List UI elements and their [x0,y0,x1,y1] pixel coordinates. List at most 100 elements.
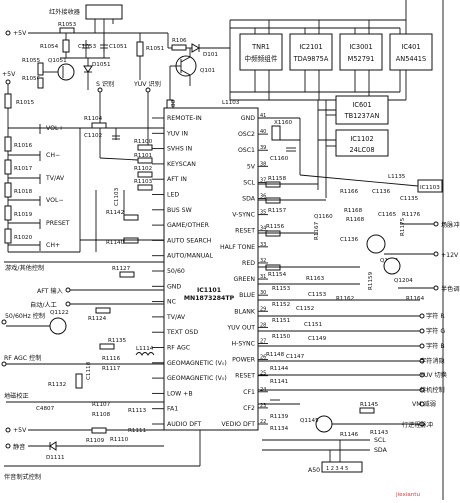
ic1101-right-pin-number: 34 [260,226,266,232]
game-control-label: 游戏/其他控制 [5,264,44,272]
d101-diode [191,43,201,53]
char-r-label: 字符 R [426,312,445,320]
r1134-label: R1134 [270,426,289,432]
ic1101-left-pin-label: 50/60 [167,268,185,275]
c1051-label: C1051 [109,44,128,50]
tv-av-label: TV/AV [45,175,65,182]
char-b-terminal [419,343,425,349]
r1158-resistor [265,181,281,188]
r1135-label: R1135 [108,338,127,344]
ic1101-right-pin-number: 25 [260,371,266,377]
ic1101-right-pin-label: RESET [235,228,255,235]
aft-input-terminal [65,287,71,293]
plus5v-label-bottom: +5V [13,427,27,434]
ic1101-left-pin-label: REMOTE-IN [167,115,202,122]
r1152-label: R1152 [272,302,290,308]
r1142-label: R1142 [106,210,124,216]
field-pulse-terminal [433,221,439,227]
r1153-label: R1153 [272,286,291,292]
l1114-inductor [135,352,155,356]
ic1101-right-pin-label: YUV OUT [226,324,255,331]
a50-connector [321,461,363,473]
d1051-label: D1051 [92,62,111,68]
half-tone-terminal [433,285,439,291]
r1176-label: R1176 [402,212,421,218]
ic1101-right-pin-number: 29 [260,306,266,312]
ic1101-right-pin-number: 39 [260,145,266,151]
fifty-sixty-label: 50/60Hz 控制 [5,312,45,320]
r1104-resistor [91,122,107,129]
r1054-label: R1054 [40,44,59,50]
ic1101-right-pin-label: CF2 [243,405,255,412]
l1135-label: L1135 [388,174,406,180]
ic1101-part: MN1873284TP [184,295,235,302]
ic1101-right-pin-number: 40 [260,129,266,135]
r1145-resistor [359,407,375,414]
ic2101-block [289,33,333,71]
ic1101-left-pin-label: AFT IN [167,176,187,183]
ic601-block [335,95,389,125]
ic1101-right-pin-label: GND [241,115,255,122]
r1117-label: R1117 [102,366,121,372]
r1167-label: R1167 [314,221,320,240]
ic1101-right-pin-number: 30 [260,290,266,296]
r1056-label: R1056 [22,76,41,82]
r1111-label: R1111 [128,428,147,434]
r1163-label: R1163 [306,276,325,282]
q1051-label: Q1051 [48,58,67,64]
ic1101-right-pin-label: OSC2 [238,131,255,138]
r1018-label: R1018 [14,189,33,195]
r1156-resistor [265,230,281,237]
char-r-terminal [419,313,425,319]
char-blank-label: 字符消隐 [420,357,445,365]
c1118-label: C1118 [86,361,92,380]
char-blank-terminal [419,358,425,364]
ic1101-left-pin-label: GEOMAGNETIC (V₀) [167,375,227,382]
r1166-label: R1166 [340,189,359,195]
ic1101-right-pin-label: V-SYNC [232,212,255,219]
ic1101-left-pin-label: SVHS IN [167,146,193,153]
key-resistors [4,136,12,244]
r1169-label: R1168 [346,217,365,223]
r1132-label: R1132 [48,382,66,388]
r1051-resistor [136,41,144,57]
r1109-label: R1109 [86,438,105,444]
tnr1-block [239,33,283,71]
vol-plus-label: VOL+ [46,125,64,132]
ic1101-right-pin-label: SCL [243,179,255,186]
r1053-resistor [59,27,75,34]
c1103-label: C1103 [114,187,120,206]
r1156-label: R1156 [266,224,285,230]
r1140-resistor [123,237,139,244]
r1132-resistor [75,373,83,389]
ic1101-chip [163,107,259,431]
r1154-resistor [265,264,281,271]
field-pulse-label: 场脉冲 [441,221,460,229]
yuv-detect-label: YUV 识别 [133,80,161,88]
standby-terminal [419,387,425,393]
r1019-label: R1019 [14,212,33,218]
r1151-label: R1151 [272,318,291,324]
q1204-label: Q1204 [394,278,413,284]
yuv-switch-label: YUV 切换 [419,371,447,379]
ic1101-right-pin-label: H-SYNC [231,340,255,347]
ic601-name: IC601 [352,101,371,109]
r1148-label: R1148 [266,352,285,358]
tnr1-sub: 中频频组件 [245,54,278,63]
yuv-switch-terminal [419,372,425,378]
c4807-label: C4807 [36,406,55,412]
input-resistors [137,144,153,191]
ic1101-right-pin-number: 23 [260,403,266,409]
q1160-label: Q1160 [314,214,333,220]
auto-manual-label: 自动/人工 [30,301,57,309]
r1159-label: R1159 [368,271,374,290]
ic1101-right-pin-number: 26 [260,355,266,361]
ic1102-block [335,129,389,157]
ic1101-right-pin-number: 35 [260,210,266,216]
r1107-label: R1107 [92,402,111,408]
r1124-resistor [95,307,111,314]
c1136-label: C1136 [372,189,391,195]
ic1101-right-pin-number: 27 [260,338,266,344]
ic1101-right-pin-number: 28 [260,322,266,328]
ic1101-name: IC1101 [197,287,221,294]
